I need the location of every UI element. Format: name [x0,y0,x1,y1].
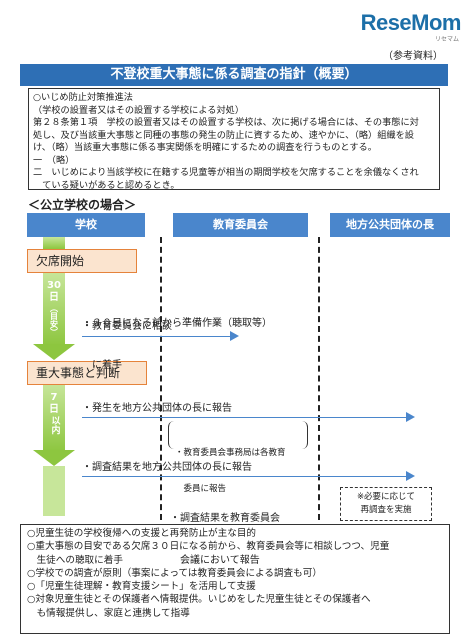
period-value: 7 [50,392,58,403]
note-line: ・教育委員会事務局は各教育 [175,448,286,458]
summary-line: ○重大事態の目安である欠席３０日になる前から、教育委員会等に相談しつつ、児童 [27,541,390,553]
item-line: ・３０日になる前から準備作業（聴取等） [82,318,272,329]
period-note: 以内 [49,416,60,434]
summary-box: ○児童生徒の学校復帰への支援と再発防止が主な目的 ○重大事態の目安である欠席３０… [20,524,450,634]
law-line: 一 （略） [33,154,75,166]
timeline-connector [43,237,65,249]
board-secretariat-note: ・教育委員会事務局は各教育 委員に報告 [168,421,308,494]
arrow-results-to-local-gov [82,476,408,477]
section-title: ＜公立学校の場合＞ [28,198,137,212]
summary-line: も情報提供し、家庭と連携して指導 [27,607,190,619]
period-note: （目安） [49,304,59,336]
summary-line: ○「児童生徒理解・教育支援シート」を活用して支援 [27,581,256,593]
summary-line: ○児童生徒の学校復帰への支援と再発防止が主な目的 [27,528,257,539]
arrowhead-icon [230,331,239,341]
column-header-school: 学校 [27,213,145,237]
timeline-arrowhead [33,344,75,360]
summary-line: ○対象児童生徒とその保護者へ情報提供。いじめをした児童生徒とその保護者へ [27,594,371,606]
law-line: 処し、及び当該重大事態と同種の事態の発生の防止に資するため、速やかに、（略）組織… [33,129,414,141]
period-unit: 日 [49,292,59,303]
resemom-logo-sub: リセマム [434,36,459,43]
arrow-to-local-gov [82,417,408,418]
item-line: に着手 [82,360,122,371]
item-report-results-gov: ・調査結果を地方公共団体の長に報告 [82,462,252,473]
arrow-to-board [82,336,232,337]
item-consult-board: ・教育委員会に相談 [82,321,172,332]
reinvestigation-note: ※必要に応じて 再調査を実施 [340,487,432,521]
column-divider [160,237,162,520]
page-title: 不登校重大事態に係る調査の指針（概要） [20,64,448,86]
summary-line: ○学校での調査が原則（事案によっては教育委員会による調査も可） [27,567,322,579]
timeline-arrow-7days [43,384,65,452]
item-preparation: ・３０日になる前から準備作業（聴取等） に着手 [82,289,272,387]
period-unit: 日 [49,404,59,415]
column-header-board: 教育委員会 [173,213,308,237]
law-line: ている疑いがあると認めるとき。 [33,179,180,191]
step-serious-judgment: 重大事態と判断 [27,361,147,385]
period-30days-label: 30 日 （目安） [43,280,65,336]
timeline-tail [43,466,65,516]
note-line: 委員に報告 [175,484,227,494]
timeline-arrowhead [33,450,75,466]
law-line: け、（略）当該重大事態に係る事実関係を明確にするための調査を行うものとする。 [33,142,377,153]
item-report-occurrence: ・発生を地方公共団体の長に報告 [82,403,232,414]
summary-line: 生徒への聴取に着手 [27,554,123,566]
resemom-logo: ReseMom [360,10,462,35]
note-line: ※必要に応じて [356,492,416,502]
timeline-arrow-30days [43,272,65,346]
law-line: ○いじめ防止対策推進法 [33,92,133,103]
period-value: 30 [47,280,61,291]
item-line: ・調査結果を教育委員会 [170,513,280,524]
law-line: （学校の設置者又はその設置する学校による対処） [33,104,245,116]
arrowhead-icon [406,412,415,422]
period-7days-label: 7 日 以内 [43,392,65,434]
column-divider [318,237,320,520]
item-report-results-board: ・調査結果を教育委員会 会議において報告 [170,484,280,582]
step-absence-start: 欠席開始 [27,249,137,273]
law-line: 二 いじめにより当該学校に在籍する児童等が相当の期間学校を欠席することを余儀なく… [33,167,419,178]
item-line: 会議において報告 [170,555,260,566]
arrowhead-icon [406,471,415,481]
note-line: 再調査を実施 [360,505,412,515]
law-excerpt-box: ○いじめ防止対策推進法 （学校の設置者又はその設置する学校による対処） 第２８条… [28,88,440,191]
reference-label: （参考資料） [383,51,443,62]
law-line: 第２８条第１項 学校の設置者又はその設置する学校は、次に掲げる場合には、その事態… [33,117,419,128]
column-header-local-gov: 地方公共団体の長 [330,213,450,237]
